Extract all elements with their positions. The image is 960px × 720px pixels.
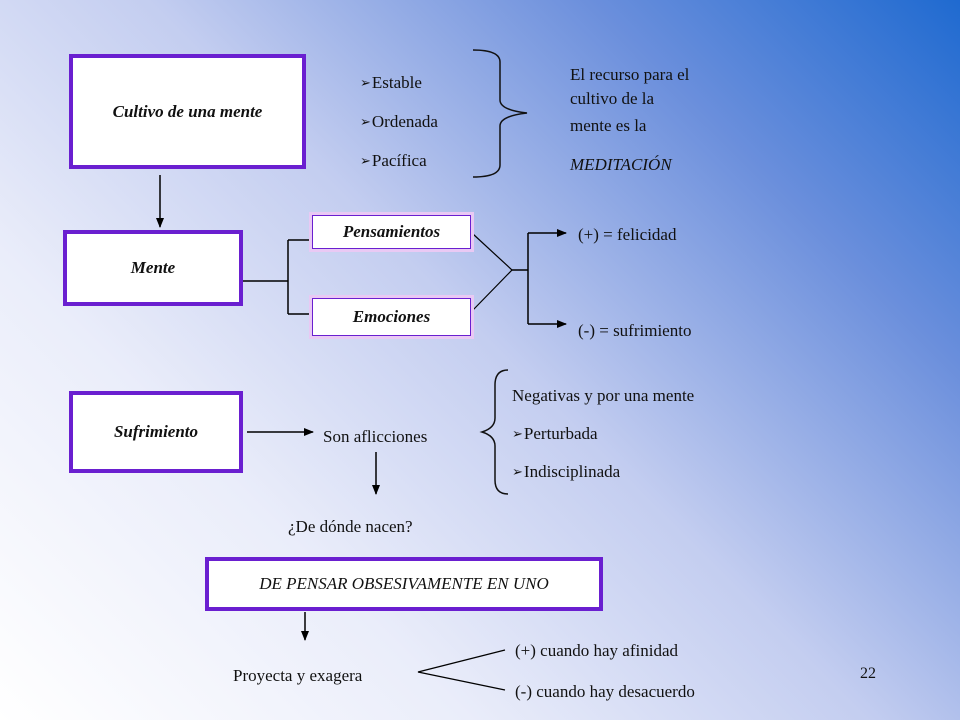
arrowhead-bullet-icon: ➢: [360, 75, 371, 90]
note-emphasis: MEDITACIÓN: [570, 155, 672, 174]
aflicciones-text: Son aflicciones: [323, 427, 428, 446]
arrowhead-bullet-icon: ➢: [512, 464, 523, 479]
negative-result: (-) = sufrimiento: [578, 321, 692, 340]
affinity-text: (+) cuando hay afinidad: [515, 641, 678, 660]
pensamientos-box: Pensamientos: [309, 212, 474, 252]
page-number: 22: [860, 665, 876, 682]
positive-result: (+) = felicidad: [578, 225, 677, 244]
connector-split: [512, 233, 529, 324]
bullet-estable: ➢Estable: [360, 73, 422, 92]
cultivo-box: Cultivo de una mente: [69, 54, 306, 169]
mente-label: Mente: [130, 258, 176, 277]
connector-mente-branches: [241, 239, 313, 315]
note-line-3: mente es la: [570, 116, 647, 135]
note-line-2: cultivo de la: [570, 89, 655, 108]
negatives-heading: Negativas y por una mente: [512, 386, 695, 405]
proyecta-text: Proyecta y exagera: [233, 666, 363, 685]
arrowhead-bullet-icon: ➢: [360, 153, 371, 168]
cultivo-label: Cultivo de una mente: [112, 101, 263, 121]
brace-right: [472, 49, 528, 178]
arrowhead-bullet-icon: ➢: [360, 114, 371, 129]
pensar-box: DE PENSAR OBSESIVAMENTE EN UNO: [205, 557, 603, 611]
bullet-ordenada: ➢Ordenada: [360, 112, 438, 131]
sufrimiento-box: Sufrimiento: [69, 391, 243, 473]
emociones-box: Emociones: [309, 295, 474, 339]
bullet-indisciplinada: ➢Indisciplinada: [512, 462, 621, 481]
disagreement-text: (-) cuando hay desacuerdo: [515, 682, 695, 701]
connector-converge: [472, 233, 513, 311]
pensar-label: DE PENSAR OBSESIVAMENTE EN UNO: [259, 574, 549, 593]
emociones-label: Emociones: [352, 307, 431, 326]
sufrimiento-label: Sufrimiento: [113, 422, 199, 441]
arrowhead-bullet-icon: ➢: [512, 426, 523, 441]
diverge-lines: [417, 649, 506, 691]
question-text: ¿De dónde nacen?: [288, 517, 413, 536]
bullet-pacifica: ➢Pacífica: [360, 151, 427, 170]
pensamientos-label: Pensamientos: [342, 222, 441, 241]
bullet-perturbada: ➢Perturbada: [512, 424, 598, 443]
note-line-1: El recurso para el: [570, 65, 690, 84]
brace-left: [479, 369, 509, 495]
mente-box: Mente: [63, 230, 243, 306]
